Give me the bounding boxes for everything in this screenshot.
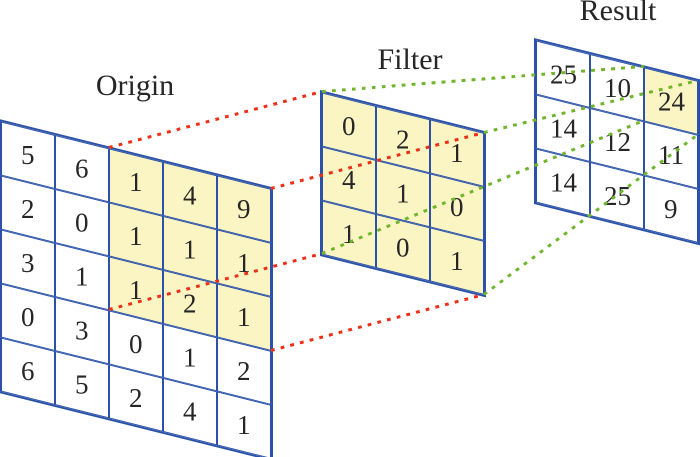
origin-value-r0c0: 5 bbox=[20, 139, 35, 170]
filter-matrix: 0 2 1 4 1 0 1 0 1 bbox=[319, 89, 486, 297]
origin-value-r1c0: 2 bbox=[20, 193, 35, 224]
origin-value-r2c4: 1 bbox=[236, 301, 251, 332]
result-value-r1c2: 11 bbox=[657, 139, 684, 170]
origin-value-r1c4: 1 bbox=[236, 247, 251, 278]
filter-label: Filter bbox=[377, 43, 443, 76]
filter-value-r1c1: 1 bbox=[395, 177, 410, 208]
origin-value-r1c1: 0 bbox=[74, 206, 89, 237]
origin-value-r0c2: 1 bbox=[128, 166, 143, 197]
origin-value-r3c0: 0 bbox=[20, 301, 35, 332]
origin-value-r3c2: 0 bbox=[128, 328, 143, 359]
filter-value-r0c0: 0 bbox=[341, 110, 356, 141]
result-label: Result bbox=[579, 0, 657, 27]
origin-value-r3c1: 3 bbox=[74, 314, 89, 345]
result-value-r0c1: 10 bbox=[603, 71, 630, 102]
filter-value-r0c1: 2 bbox=[395, 123, 410, 154]
filter-value-r2c2: 1 bbox=[449, 245, 464, 276]
origin-label: Origin bbox=[95, 69, 175, 102]
filter-value-r1c2: 0 bbox=[449, 191, 464, 222]
origin-value-r4c2: 2 bbox=[128, 382, 143, 413]
origin-value-r0c4: 9 bbox=[236, 193, 251, 224]
result-value-r0c2: 24 bbox=[657, 85, 684, 116]
filter-value-r2c1: 0 bbox=[395, 231, 410, 262]
origin-value-r4c0: 6 bbox=[20, 355, 35, 386]
origin-value-r0c3: 4 bbox=[182, 179, 197, 210]
result-value-r1c0: 14 bbox=[549, 112, 576, 143]
origin-value-r4c4: 1 bbox=[236, 409, 251, 440]
origin-value-r2c3: 2 bbox=[182, 287, 197, 318]
origin-value-r1c3: 1 bbox=[182, 233, 197, 264]
origin-matrix: 5 6 1 4 9 2 0 1 1 1 3 1 1 2 1 0 3 0 1 2 6 5 2 4 1 bbox=[0, 118, 273, 457]
origin-value-r2c2: 1 bbox=[128, 274, 143, 305]
result-value-r2c1: 25 bbox=[603, 179, 630, 210]
origin-value-r0c1: 6 bbox=[74, 152, 89, 183]
filter-value-r2c0: 1 bbox=[341, 218, 356, 249]
red-projection-line-3 bbox=[270, 292, 485, 352]
origin-value-r4c1: 5 bbox=[74, 368, 89, 399]
result-value-r0c0: 25 bbox=[549, 58, 576, 89]
origin-value-r4c3: 4 bbox=[182, 395, 197, 426]
origin-value-r3c3: 1 bbox=[182, 341, 197, 372]
result-matrix: 25 10 24 14 12 11 14 25 9 bbox=[533, 37, 700, 245]
origin-value-r2c1: 1 bbox=[74, 260, 89, 291]
origin-value-r3c4: 2 bbox=[236, 355, 251, 386]
result-value-r1c1: 12 bbox=[603, 125, 630, 156]
origin-value-r2c0: 3 bbox=[20, 247, 35, 278]
result-value-r2c2: 9 bbox=[663, 193, 678, 224]
filter-value-r1c0: 4 bbox=[341, 164, 356, 195]
result-value-r2c0: 14 bbox=[549, 166, 576, 197]
origin-value-r1c2: 1 bbox=[128, 220, 143, 251]
filter-value-r0c2: 1 bbox=[449, 137, 464, 168]
